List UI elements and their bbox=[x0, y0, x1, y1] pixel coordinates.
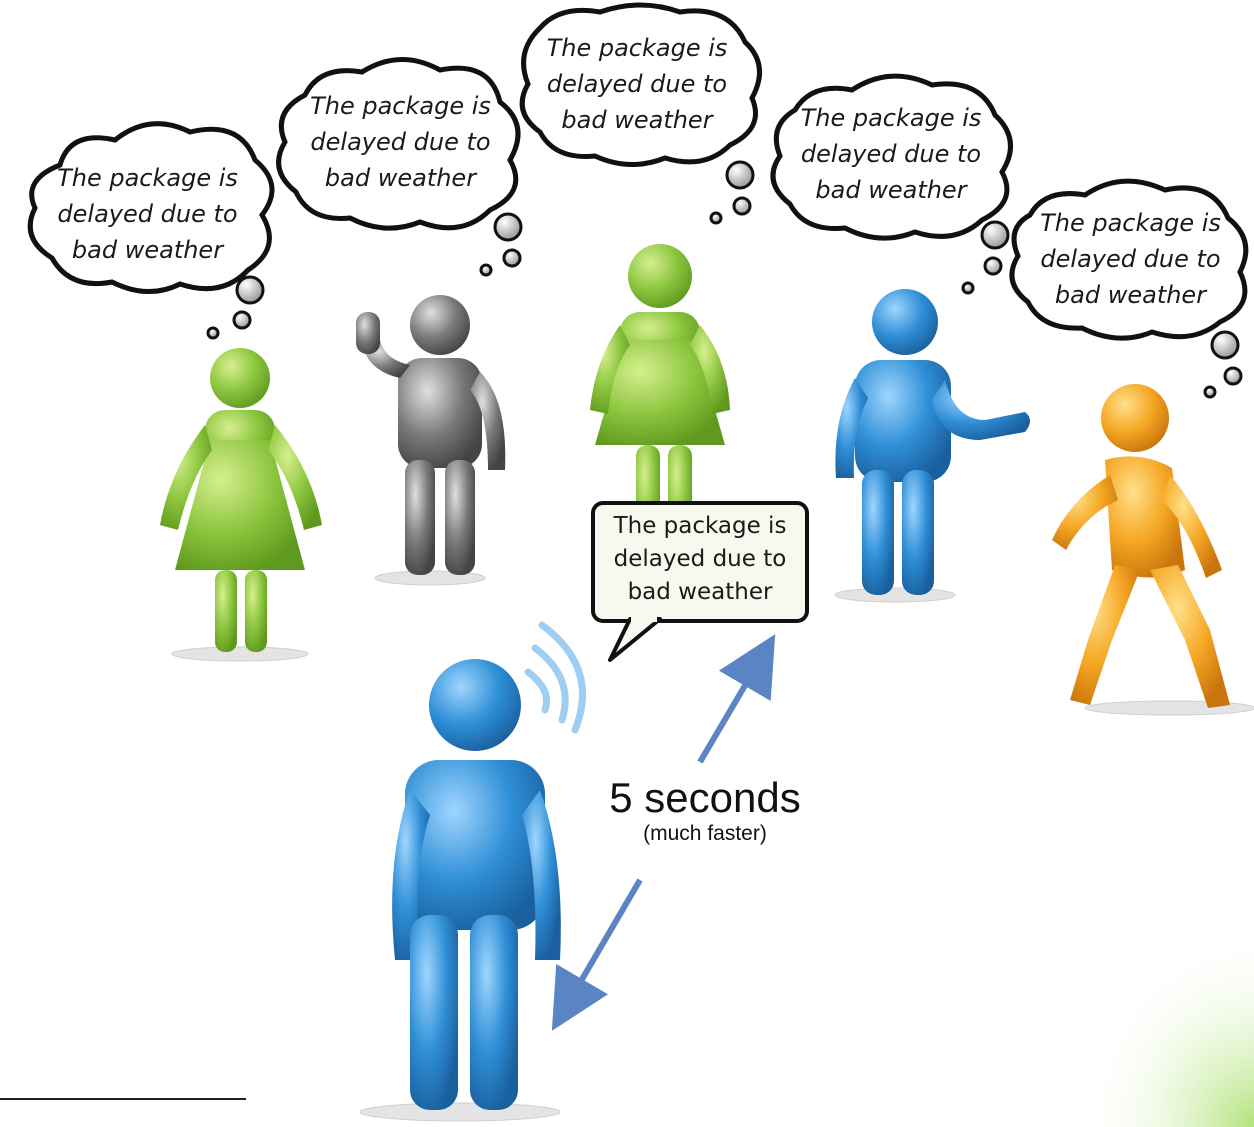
speech-line-2: delayed due to bbox=[613, 546, 787, 572]
speech-bubble bbox=[591, 501, 809, 662]
speech-line-1: The package is bbox=[613, 513, 787, 539]
thought-cloud-5 bbox=[1009, 178, 1249, 399]
person-orange-walking bbox=[1052, 384, 1230, 708]
thought-text-4: The package is delayed due to bad weathe… bbox=[780, 100, 1002, 208]
sound-waves-icon bbox=[524, 621, 586, 734]
timing-main-text: 5 seconds bbox=[609, 774, 801, 821]
arrow-up bbox=[697, 634, 776, 764]
thought-cloud-3 bbox=[519, 2, 763, 225]
person-gray-waving bbox=[356, 295, 506, 575]
thought-3-line-2: delayed due to bbox=[546, 70, 728, 98]
thought-cloud-2 bbox=[276, 57, 523, 277]
thought-4-line-1: The package is bbox=[800, 104, 982, 132]
person-blue-pointing bbox=[835, 289, 1030, 595]
thought-cloud-1 bbox=[27, 121, 275, 340]
timing-label: 5 seconds (much faster) bbox=[575, 775, 835, 847]
thought-text-1: The package is delayed due to bad weathe… bbox=[30, 160, 265, 268]
person-female-green-center bbox=[590, 244, 730, 545]
thought-text-3: The package is delayed due to bad weathe… bbox=[522, 30, 752, 138]
thought-4-line-2: delayed due to bbox=[800, 140, 982, 168]
arrow-down bbox=[551, 878, 643, 1031]
thought-4-line-3: bad weather bbox=[815, 176, 967, 204]
speech-line-3: bad weather bbox=[627, 579, 773, 605]
thought-3-line-3: bad weather bbox=[561, 106, 713, 134]
thought-3-line-1: The package is bbox=[546, 34, 728, 62]
thought-1-line-3: bad weather bbox=[71, 236, 224, 264]
thought-5-line-1: The package is bbox=[1040, 209, 1221, 237]
thought-2-line-1: The package is bbox=[310, 92, 491, 120]
person-female-green-left bbox=[160, 348, 322, 652]
thought-cloud-4 bbox=[770, 73, 1013, 295]
thought-text-2: The package is delayed due to bad weathe… bbox=[288, 88, 513, 196]
thought-2-line-2: delayed due to bbox=[310, 128, 491, 156]
thought-1-line-2: delayed due to bbox=[57, 200, 238, 228]
speech-text: The package is delayed due to bad weathe… bbox=[593, 510, 807, 609]
person-blue-speaker bbox=[392, 659, 561, 1110]
thought-5-line-2: delayed due to bbox=[1040, 245, 1221, 273]
thought-1-line-1: The package is bbox=[57, 164, 238, 192]
corner-glow bbox=[1080, 930, 1254, 1127]
thought-2-line-3: bad weather bbox=[324, 164, 477, 192]
thought-text-5: The package is delayed due to bad weathe… bbox=[1018, 205, 1243, 313]
timing-sub-text: (much faster) bbox=[643, 822, 767, 845]
thought-5-line-3: bad weather bbox=[1054, 281, 1207, 309]
